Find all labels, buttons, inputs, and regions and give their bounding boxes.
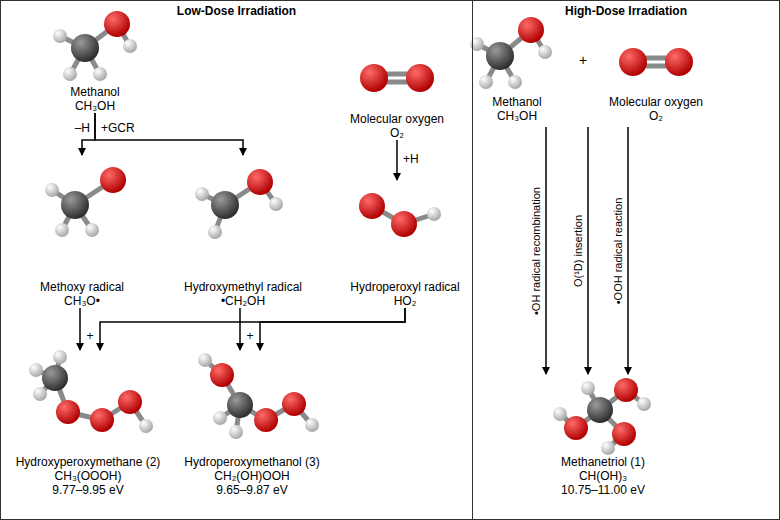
reaction-arrow [396,140,398,180]
arrow-label: +H [403,152,419,166]
plus-sign: + [86,329,93,343]
molecule-space [609,5,703,95]
species-formula: CH₂(OH)OOH [184,469,319,483]
panel-heading: Low-Dose Irradiation [1,4,472,18]
species-name: Molecular oxygen [609,95,703,109]
ionization-energy: 10.75–11.00 eV [561,483,645,497]
molecule-space [561,375,645,455]
species-formula: O₂ [350,126,444,140]
species-name: Molecular oxygen [350,112,444,126]
ionization-energy: 9.77–9.95 eV [16,483,161,497]
species-name: Hydroperoxyl radical [350,280,459,294]
plus-sign: + [579,53,587,67]
arrow-label: O(¹D) insertion [571,213,585,287]
dose-panel: High-Dose IrradiationMethanolCH₃OHMolecu… [472,0,780,520]
reaction-condition: +GCR [101,121,135,135]
panel-heading: High-Dose Irradiation [473,4,779,18]
molecule-space [492,5,541,95]
species-node: MethanolCH₃OH [67,5,122,113]
species-name: Hydroxymethyl radical [184,280,302,294]
species-node: MethanolCH₃OH [489,5,544,123]
species-name: Methanol [70,85,119,99]
species-formula: •CH₂OH [184,294,302,308]
species-formula: HO₂ [350,294,459,308]
species-formula: CH₃O• [40,294,124,308]
species-name: Methoxy radical [40,280,124,294]
molecule-space [350,180,459,280]
species-node: Hydroxyperoxymethane (2)CH₃(OOOH)9.77–9.… [13,350,164,497]
ionization-energy: 9.65–9.87 eV [184,483,319,497]
reaction-arrow [239,308,241,350]
species-formula: CH₃OH [492,109,541,123]
species-name: Hydroxyperoxymethane (2) [16,455,161,469]
arrow-label: •OH radical recombination [529,186,543,316]
reaction-condition: –H [75,121,90,135]
arrow-label: •OOH radical reaction [611,196,625,305]
reaction-arrow [79,308,81,350]
species-node: Molecular oxygenO₂ [606,5,706,123]
molecule-space [184,350,319,455]
species-name: Methanol [492,95,541,109]
species-node: Methanetriol (1)CH(OH)₃10.75–11.00 eV [558,375,648,497]
species-name: Hydroperoxymethanol (3) [184,455,319,469]
molecule-space [184,155,302,280]
dose-panel: Low-Dose IrradiationMethanolCH₃OHMolecul… [0,0,473,520]
molecule-space [70,5,119,85]
species-node: Molecular oxygenO₂ [347,55,447,140]
reaction-arrow [95,113,243,155]
molecule-space [40,155,124,280]
species-node: Methoxy radicalCH₃O• [37,155,127,308]
molecule-space [350,55,444,112]
species-formula: CH₃(OOOH) [16,469,161,483]
species-node: Hydroperoxyl radicalHO₂ [347,180,462,308]
plus-sign: + [246,329,253,343]
reaction-arrow [545,127,547,374]
species-formula: O₂ [609,109,703,123]
species-node: Hydroxymethyl radical•CH₂OH [181,155,305,308]
species-formula: CH(OH)₃ [561,469,645,483]
reaction-arrow [587,127,589,374]
species-name: Methanetriol (1) [561,455,645,469]
molecule-space [16,350,161,455]
reaction-arrow [100,308,405,350]
reaction-arrow [627,127,629,374]
species-node: Hydroperoxymethanol (3)CH₂(OH)OOH9.65–9.… [181,350,322,497]
reaction-arrow [260,308,405,350]
species-formula: CH₃OH [70,99,119,113]
